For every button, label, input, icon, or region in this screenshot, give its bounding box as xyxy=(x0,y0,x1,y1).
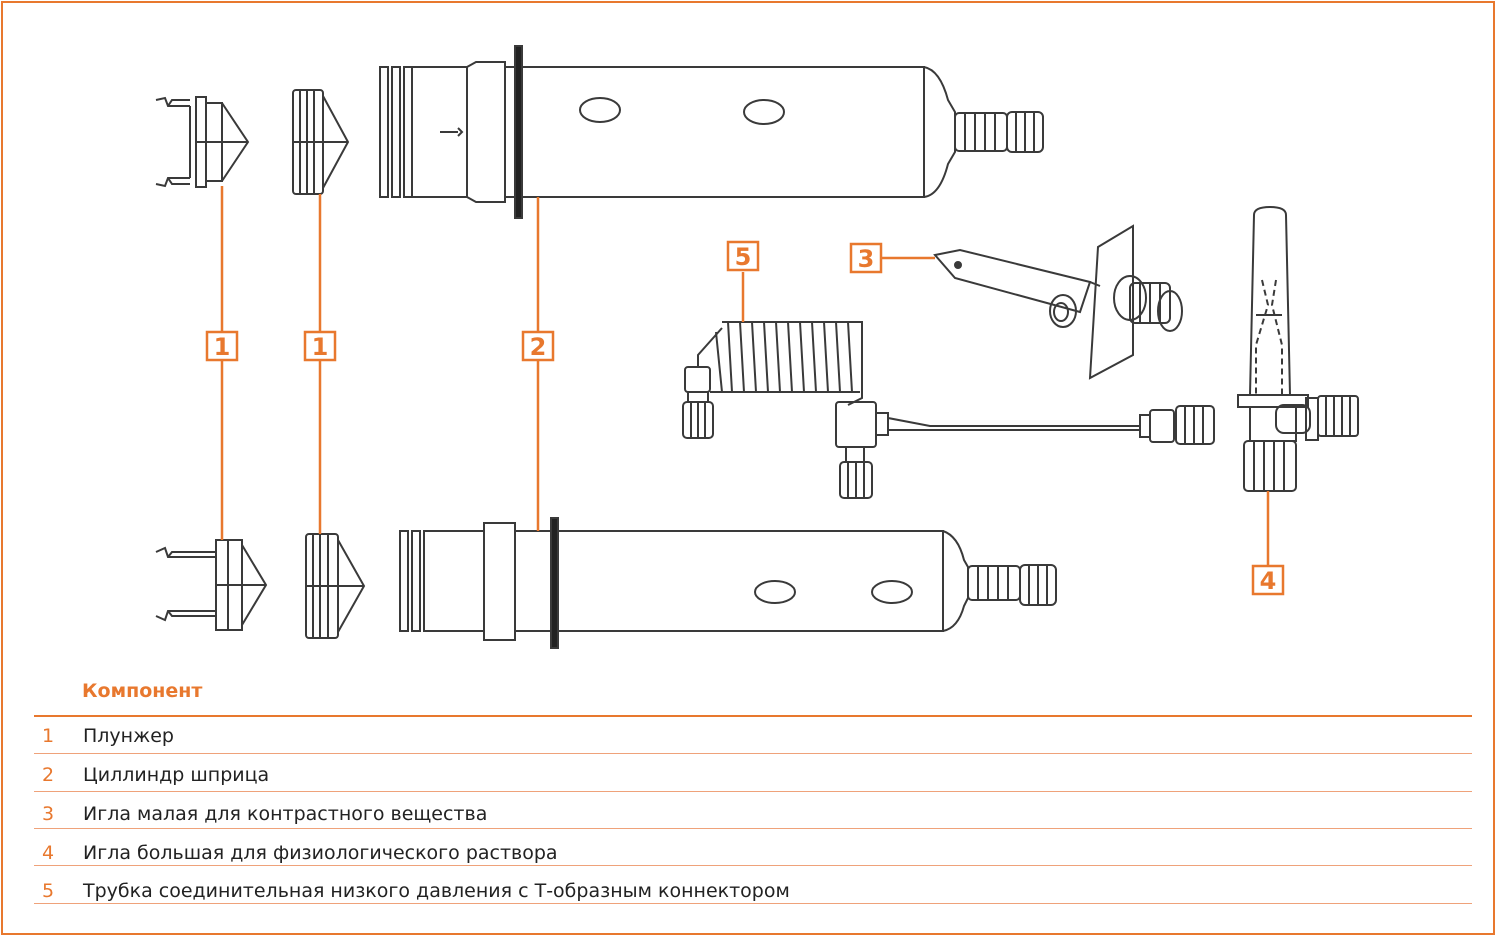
table-divider xyxy=(34,903,1472,904)
table-row: 1 Плунжер xyxy=(0,717,1500,755)
row-number: 2 xyxy=(42,764,55,786)
table-divider xyxy=(34,865,1472,866)
callout-label: 4 xyxy=(1260,567,1277,595)
syringe-kit-diagram: 1 1 2 5 3 4 xyxy=(155,45,1359,649)
table-row: 5 Трубка соединительная низкого давления… xyxy=(0,872,1500,910)
row-number: 1 xyxy=(42,725,55,747)
callout-label: 1 xyxy=(312,333,329,361)
table-divider xyxy=(34,828,1472,829)
coiled-tube-t-connector xyxy=(682,321,1215,499)
row-number: 3 xyxy=(42,803,55,825)
callout-label: 3 xyxy=(858,245,875,273)
callout-box-4 xyxy=(1251,564,1285,596)
plunger-bottom-b xyxy=(305,533,366,639)
callout-label: 1 xyxy=(214,333,231,361)
table-divider xyxy=(34,791,1472,792)
callout-label: 5 xyxy=(735,243,752,271)
table-row: 3 Игла малая для контрастного вещества xyxy=(0,795,1500,833)
syringe-cylinder-bottom xyxy=(399,517,1057,649)
callout-box-5 xyxy=(726,240,760,272)
table-row: 4 Игла большая для физиологического раст… xyxy=(0,834,1500,872)
callout-box-1a xyxy=(205,330,239,362)
row-label: Трубка соединительная низкого давления с… xyxy=(83,880,790,902)
component-table: Компонент 1 Плунжер 2 Циллиндр шприца 3 … xyxy=(0,670,1500,930)
row-label: Игла большая для физиологического раство… xyxy=(83,842,558,864)
small-needle-contrast xyxy=(933,224,1183,380)
callout-box-2 xyxy=(521,330,555,362)
plunger-top-a xyxy=(155,96,250,188)
row-number: 4 xyxy=(42,842,55,864)
table-divider xyxy=(34,715,1472,717)
table-header: Компонент xyxy=(82,680,203,702)
syringe-cylinder-top xyxy=(379,45,1044,219)
callout-box-3 xyxy=(849,242,883,274)
row-label: Игла малая для контрастного вещества xyxy=(83,803,488,825)
row-label: Плунжер xyxy=(83,725,174,747)
table-divider xyxy=(34,753,1472,754)
callout-box-1b xyxy=(303,330,337,362)
row-label: Циллиндр шприца xyxy=(83,764,270,786)
plunger-top-b xyxy=(292,89,350,195)
callout-label: 2 xyxy=(530,333,547,361)
table-row: 2 Циллиндр шприца xyxy=(0,756,1500,794)
large-needle-saline xyxy=(1237,205,1359,492)
row-number: 5 xyxy=(42,880,55,902)
plunger-bottom-a xyxy=(155,539,268,631)
